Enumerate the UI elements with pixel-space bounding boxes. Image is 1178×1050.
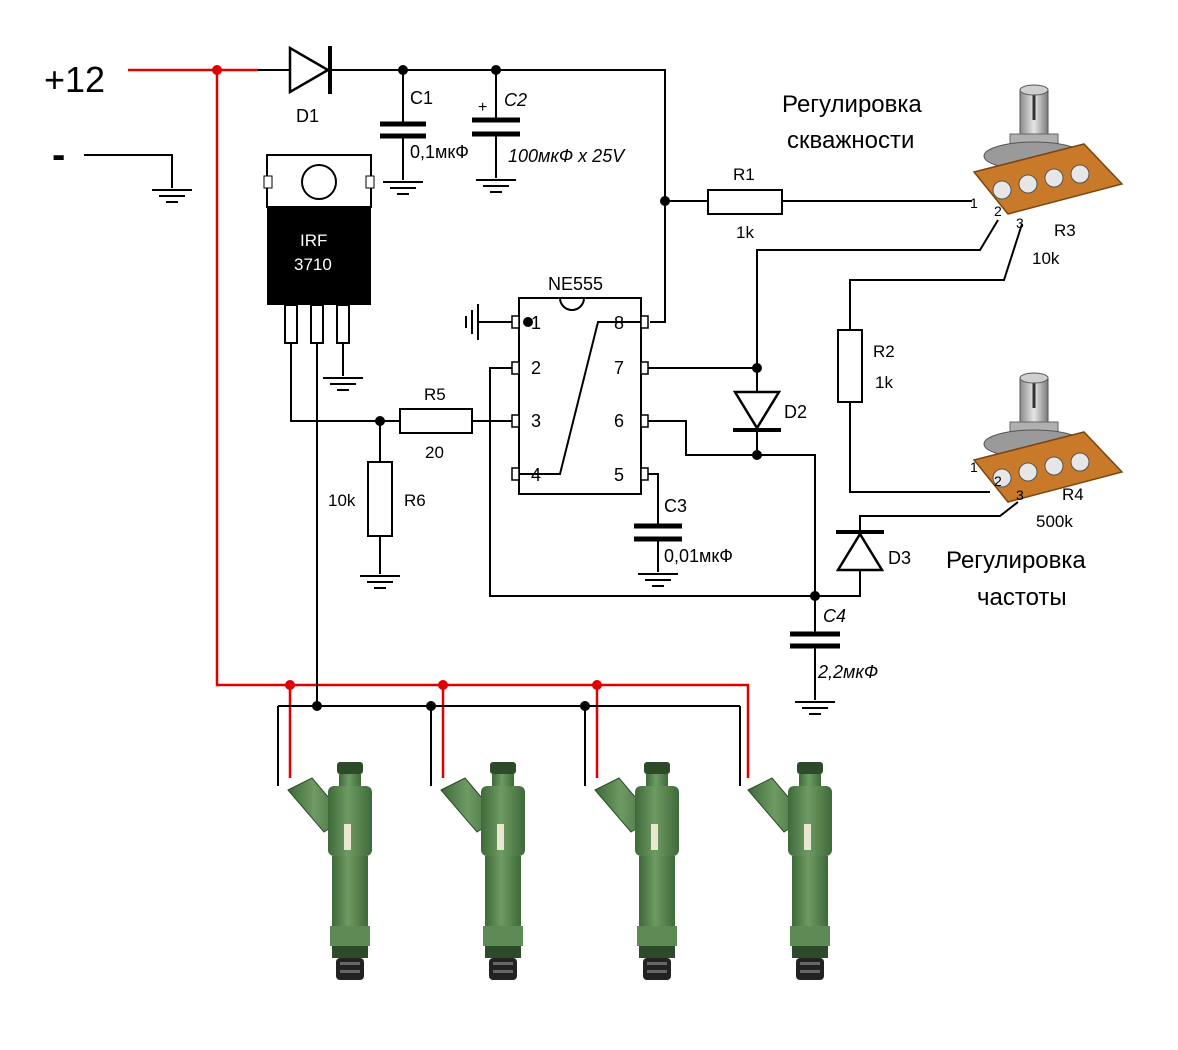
- pin1-label: 1: [531, 313, 541, 333]
- r3-label: R3: [1054, 221, 1076, 240]
- minus-label: -: [52, 133, 65, 177]
- capacitor-c3: [634, 473, 682, 587]
- fuel-injector-4: [747, 761, 833, 981]
- plus12-label: +12: [44, 59, 105, 100]
- r6-value: 10k: [328, 491, 356, 510]
- r5-value: 20: [425, 443, 444, 462]
- r2-label: R2: [873, 342, 895, 361]
- c4-value: 2,2мкФ: [817, 662, 878, 682]
- r4-label: R4: [1062, 485, 1084, 504]
- pin3-label: 3: [531, 411, 541, 431]
- r3-pin3: 3: [1016, 215, 1024, 231]
- c1-value: 0,1мкФ: [410, 142, 469, 162]
- resistor-r2: [837, 223, 1023, 493]
- pin6-wire: [648, 420, 816, 596]
- pin7-label: 7: [614, 358, 624, 378]
- r1-value: 1k: [736, 223, 754, 242]
- mosfet-irf3710: [263, 154, 375, 344]
- freq-label-line1: Регулировка: [946, 547, 1086, 574]
- pin8-label: 8: [614, 313, 624, 333]
- capacitor-c2: [472, 70, 520, 193]
- resistor-r6: [359, 421, 401, 589]
- diode-d1: [258, 45, 332, 95]
- power-wires: [128, 65, 750, 778]
- r4-pin2: 2: [994, 473, 1002, 489]
- c2-label: C2: [504, 90, 527, 110]
- duty-label-line2: скважности: [787, 127, 914, 154]
- d3-label: D3: [888, 548, 911, 568]
- r6-label: R6: [404, 491, 426, 510]
- resistor-r1: [665, 189, 972, 215]
- d2-label: D2: [784, 402, 807, 422]
- c3-value: 0,01мкФ: [664, 546, 733, 566]
- c3-label: C3: [664, 496, 687, 516]
- irf-line1: IRF: [300, 231, 327, 250]
- ic-ne555: [511, 297, 649, 495]
- capacitor-c1: [380, 70, 426, 195]
- r1-label: R1: [733, 165, 755, 184]
- r4-pin1: 1: [970, 459, 978, 475]
- ne555-label: NE555: [548, 274, 603, 294]
- c1-label: C1: [410, 88, 433, 108]
- c2-value: 100мкФ х 25V: [508, 146, 626, 166]
- pin7-wire: [648, 219, 999, 373]
- r4-pin3: 3: [1016, 487, 1024, 503]
- pin6-label: 6: [614, 411, 624, 431]
- potentiometer-r3: [972, 83, 1124, 216]
- capacitor-c4: [790, 596, 840, 715]
- injector-bus: [277, 701, 741, 786]
- r3-pin2: 2: [994, 203, 1002, 219]
- r3-pin1: 1: [970, 195, 978, 211]
- c2-plus: +: [478, 99, 487, 116]
- fuel-injector-1: [287, 761, 373, 981]
- r4-value: 500k: [1036, 512, 1073, 531]
- irf-line2: 3710: [294, 255, 332, 274]
- diode-d2: [732, 368, 782, 455]
- fuel-injector-2: [440, 761, 526, 981]
- top-rail: [330, 69, 666, 323]
- r5-label: R5: [424, 385, 446, 404]
- pin1-ground: [465, 304, 512, 340]
- d1-label: D1: [296, 106, 319, 126]
- pin2-label: 2: [531, 358, 541, 378]
- freq-label-line2: частоты: [977, 584, 1067, 611]
- pin5-label: 5: [614, 465, 624, 485]
- pin2-wire: [489, 367, 815, 597]
- resistor-r5: [399, 408, 514, 434]
- c4-label: C4: [823, 606, 846, 626]
- r2-value: 1k: [875, 373, 893, 392]
- pin4-label: 4: [531, 465, 541, 485]
- duty-label-line1: Регулировка: [782, 91, 922, 118]
- diode-d3: [815, 501, 1019, 597]
- r3-value: 10k: [1032, 249, 1060, 268]
- minus-wire: [84, 154, 193, 203]
- mosfet-wiring: [290, 343, 400, 706]
- fuel-injector-3: [594, 761, 680, 981]
